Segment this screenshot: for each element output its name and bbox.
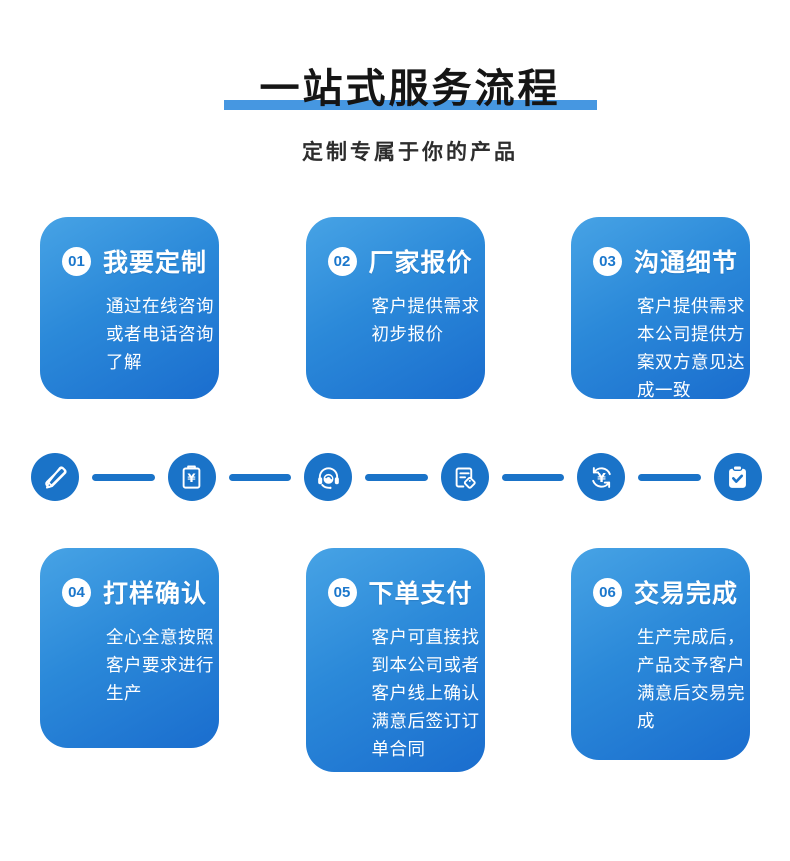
step-card-3: 03 沟通细节 客户提供需求本公司提供方案双方意见达成一致: [571, 217, 750, 400]
flow-connector: [92, 473, 155, 481]
step-description: 客户提供需求本公司提供方案双方意见达成一致: [637, 296, 745, 400]
flow-connector: [365, 473, 428, 481]
step-title: 打样确认: [103, 580, 208, 608]
page-title: 一站式服务流程: [259, 67, 561, 111]
quote-clipboard-yen-icon: ¥: [167, 453, 216, 501]
step-description: 客户提供需求初步报价: [371, 296, 480, 344]
step-card-head: 03 沟通细节: [593, 243, 739, 279]
customer-service-headset-icon: [304, 453, 353, 501]
step-card-6: 06 交易完成 生产完成后，产品交予客户满意后交易完成: [571, 548, 750, 760]
step-description: 客户可直接找到本公司或者客户线上确认满意后签订订单合同: [371, 627, 480, 759]
step-number-badge: 02: [327, 246, 357, 276]
step-card-head: 05 下单支付: [327, 574, 473, 610]
step-card-head: 01 我要定制: [62, 243, 208, 279]
page-subtitle: 定制专属于你的产品: [302, 141, 518, 164]
process-flow-row: ¥: [31, 453, 762, 501]
steps-row-bottom: 04 打样确认 全心全意按照客户要求进行生产 05 下单支付 客户可直接找到本公…: [40, 548, 750, 772]
step-title: 我要定制: [103, 249, 208, 277]
flow-connector: [228, 473, 292, 481]
step-card-1: 01 我要定制 通过在线咨询或者电话咨询了解: [40, 217, 219, 399]
order-document-tag-icon: [440, 453, 489, 501]
step-card-4: 04 打样确认 全心全意按照客户要求进行生产: [40, 548, 219, 748]
svg-text:¥: ¥: [187, 471, 196, 485]
step-number-badge: 05: [327, 577, 357, 607]
pen-ruler-icon: [31, 453, 79, 501]
title-wrap: 一站式服务流程: [223, 66, 597, 112]
step-card-head: 02 厂家报价: [327, 243, 473, 279]
step-title: 交易完成: [634, 580, 739, 608]
step-card-2: 02 厂家报价 客户提供需求初步报价: [305, 217, 485, 399]
step-title: 沟通细节: [634, 249, 739, 277]
step-number-badge: 01: [62, 246, 91, 276]
flow-connector: [501, 473, 565, 481]
step-title: 下单支付: [368, 580, 473, 608]
steps-row-top: 01 我要定制 通过在线咨询或者电话咨询了解 02 厂家报价 客户提供需求初步报…: [40, 217, 750, 400]
step-description: 生产完成后，产品交予客户满意后交易完成: [637, 627, 745, 731]
step-card-head: 04 打样确认: [62, 574, 208, 610]
step-card-head: 06 交易完成: [593, 574, 739, 610]
header: 一站式服务流程 定制专属于你的产品: [0, 0, 790, 166]
step-description: 全心全意按照客户要求进行生产: [106, 627, 214, 703]
step-number-badge: 03: [593, 246, 622, 276]
title-underline-bar: [223, 100, 597, 110]
step-title: 厂家报价: [368, 249, 473, 277]
step-number-badge: 06: [593, 577, 622, 607]
step-number-badge: 04: [62, 577, 91, 607]
step-card-5: 05 下单支付 客户可直接找到本公司或者客户线上确认满意后签订订单合同: [305, 548, 485, 772]
completed-clipboard-check-icon: [713, 453, 762, 501]
flow-connector: [638, 473, 701, 481]
payment-yen-refresh-icon: ¥: [577, 453, 626, 501]
step-description: 通过在线咨询或者电话咨询了解: [106, 296, 214, 372]
svg-text:¥: ¥: [597, 470, 606, 484]
